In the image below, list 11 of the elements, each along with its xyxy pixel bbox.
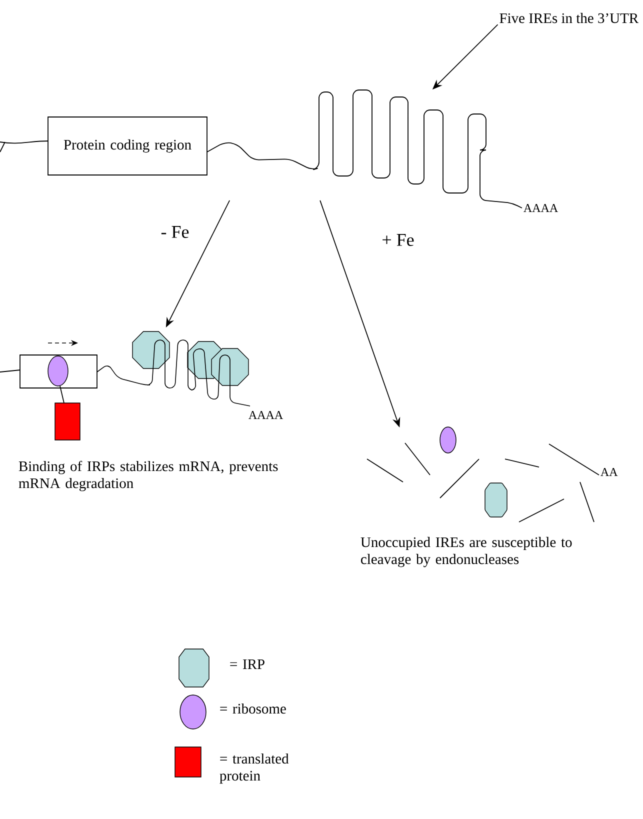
edge-label: + Fe — [380, 233, 416, 247]
legend-text: = IRP — [230, 659, 264, 669]
mrna-drawing — [0, 331, 250, 440]
callout-text: Five IREs in the 3’UTR — [500, 12, 639, 24]
mrna-drawing — [366, 426, 600, 522]
text-box: Protein coding region — [48, 116, 208, 176]
legend-text: = translated protein — [220, 753, 289, 784]
poly-a-label: AAAA — [248, 411, 284, 419]
legend-text: = ribosome — [220, 703, 286, 714]
mrna-drawing — [206, 90, 522, 208]
edge-label: - Fe — [160, 225, 190, 239]
